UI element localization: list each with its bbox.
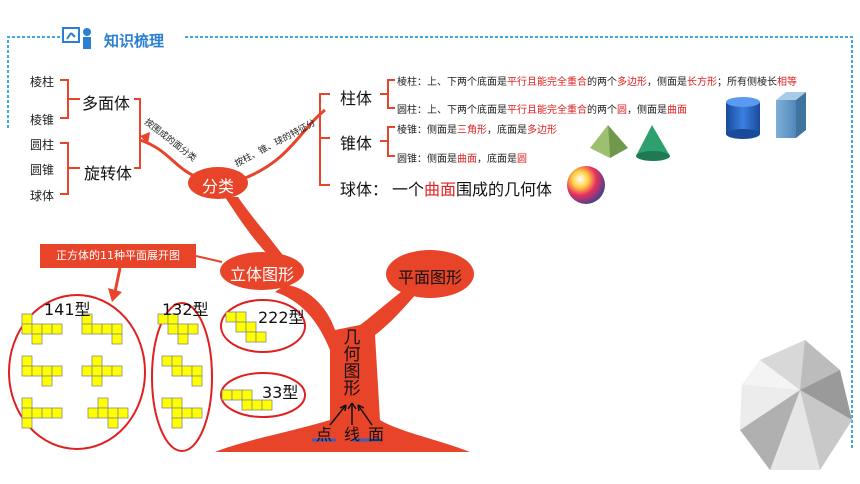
label-zhuiti: 锥体	[340, 134, 373, 153]
label-line: 线	[344, 425, 361, 444]
ellipse-141	[8, 294, 146, 450]
label-132: 132型	[162, 300, 209, 319]
trunk-char-3: 图	[343, 362, 361, 382]
cube-net-7	[157, 313, 199, 345]
label-222: 222型	[258, 308, 305, 327]
node-solid-label: 立体图形	[229, 265, 294, 284]
label-polyhedron: 多面体	[82, 94, 131, 113]
trunk-char-2: 何	[343, 345, 361, 365]
label-qiuti: 球体：	[340, 180, 389, 199]
cube-net-11	[221, 389, 273, 411]
trunk-arrows	[329, 402, 373, 426]
node-plane	[386, 250, 474, 298]
label-cylinder: 圆柱	[30, 138, 55, 152]
trunk-char-4: 形	[343, 379, 361, 399]
cube-net-9	[161, 397, 203, 429]
cube-net-10	[225, 311, 267, 343]
prism-rule: 棱柱：上、下两个底面是平行且能完全重合的两个多边形，侧面是长方形；所有侧棱长相等	[397, 77, 797, 88]
node-fenlei	[188, 167, 248, 199]
branch-right-curve	[244, 108, 326, 180]
sphere-rule: 一个曲面围成的几何体	[392, 180, 553, 199]
label-prism: 棱柱	[30, 75, 55, 89]
cone-image	[636, 125, 670, 161]
cuboid-image	[776, 92, 806, 138]
label-33: 33型	[262, 383, 299, 402]
cube-net-4	[81, 355, 123, 387]
right-bracket	[319, 79, 395, 186]
cube-nets	[21, 311, 273, 429]
header-title: 知识梳理	[104, 32, 165, 50]
cone-rule: 圆锥：侧面是曲面，底面是圆	[397, 154, 527, 165]
label-cone: 圆锥	[30, 163, 55, 177]
cube-net-3	[21, 355, 63, 387]
node-fenlei-label: 分类	[201, 177, 234, 196]
label-sphere: 球体	[30, 189, 55, 203]
label-point: 点	[316, 425, 333, 444]
ellipse-33	[220, 372, 306, 418]
trunk-char-1: 几	[343, 328, 361, 348]
node-plane-label: 平面图形	[397, 268, 462, 287]
cube-net-1	[21, 313, 63, 345]
label-revolution-body: 旋转体	[84, 164, 133, 183]
cube-net-6	[87, 397, 129, 429]
ellipse-132	[151, 302, 213, 452]
label-zhuti: 柱体	[340, 89, 373, 108]
cylinder-image	[726, 97, 760, 139]
label-141: 141型	[44, 300, 91, 319]
cube-net-8	[161, 355, 203, 387]
label-pyramid: 棱锥	[30, 113, 55, 127]
star-polyhedron-image	[740, 340, 852, 470]
cylinder-rule: 圆柱：上、下两个底面是平行且能完全重合的两个圆，侧面是曲面	[397, 105, 687, 116]
tree-trunk	[215, 285, 470, 452]
teacher-board-icon	[62, 26, 96, 50]
pyramid-image	[590, 125, 628, 158]
left-brackets	[60, 79, 141, 195]
cube-net-5	[21, 397, 63, 429]
sphere-image	[567, 166, 605, 204]
ellipse-222	[220, 299, 306, 353]
cube-net-2	[81, 313, 123, 345]
pyramid-rule: 棱锥：侧面是三角形，底面是多边形	[397, 125, 557, 136]
label-face: 面	[368, 425, 385, 444]
nets-title-box: 正方体的11种平面展开图	[40, 244, 196, 268]
node-solid	[220, 252, 304, 290]
